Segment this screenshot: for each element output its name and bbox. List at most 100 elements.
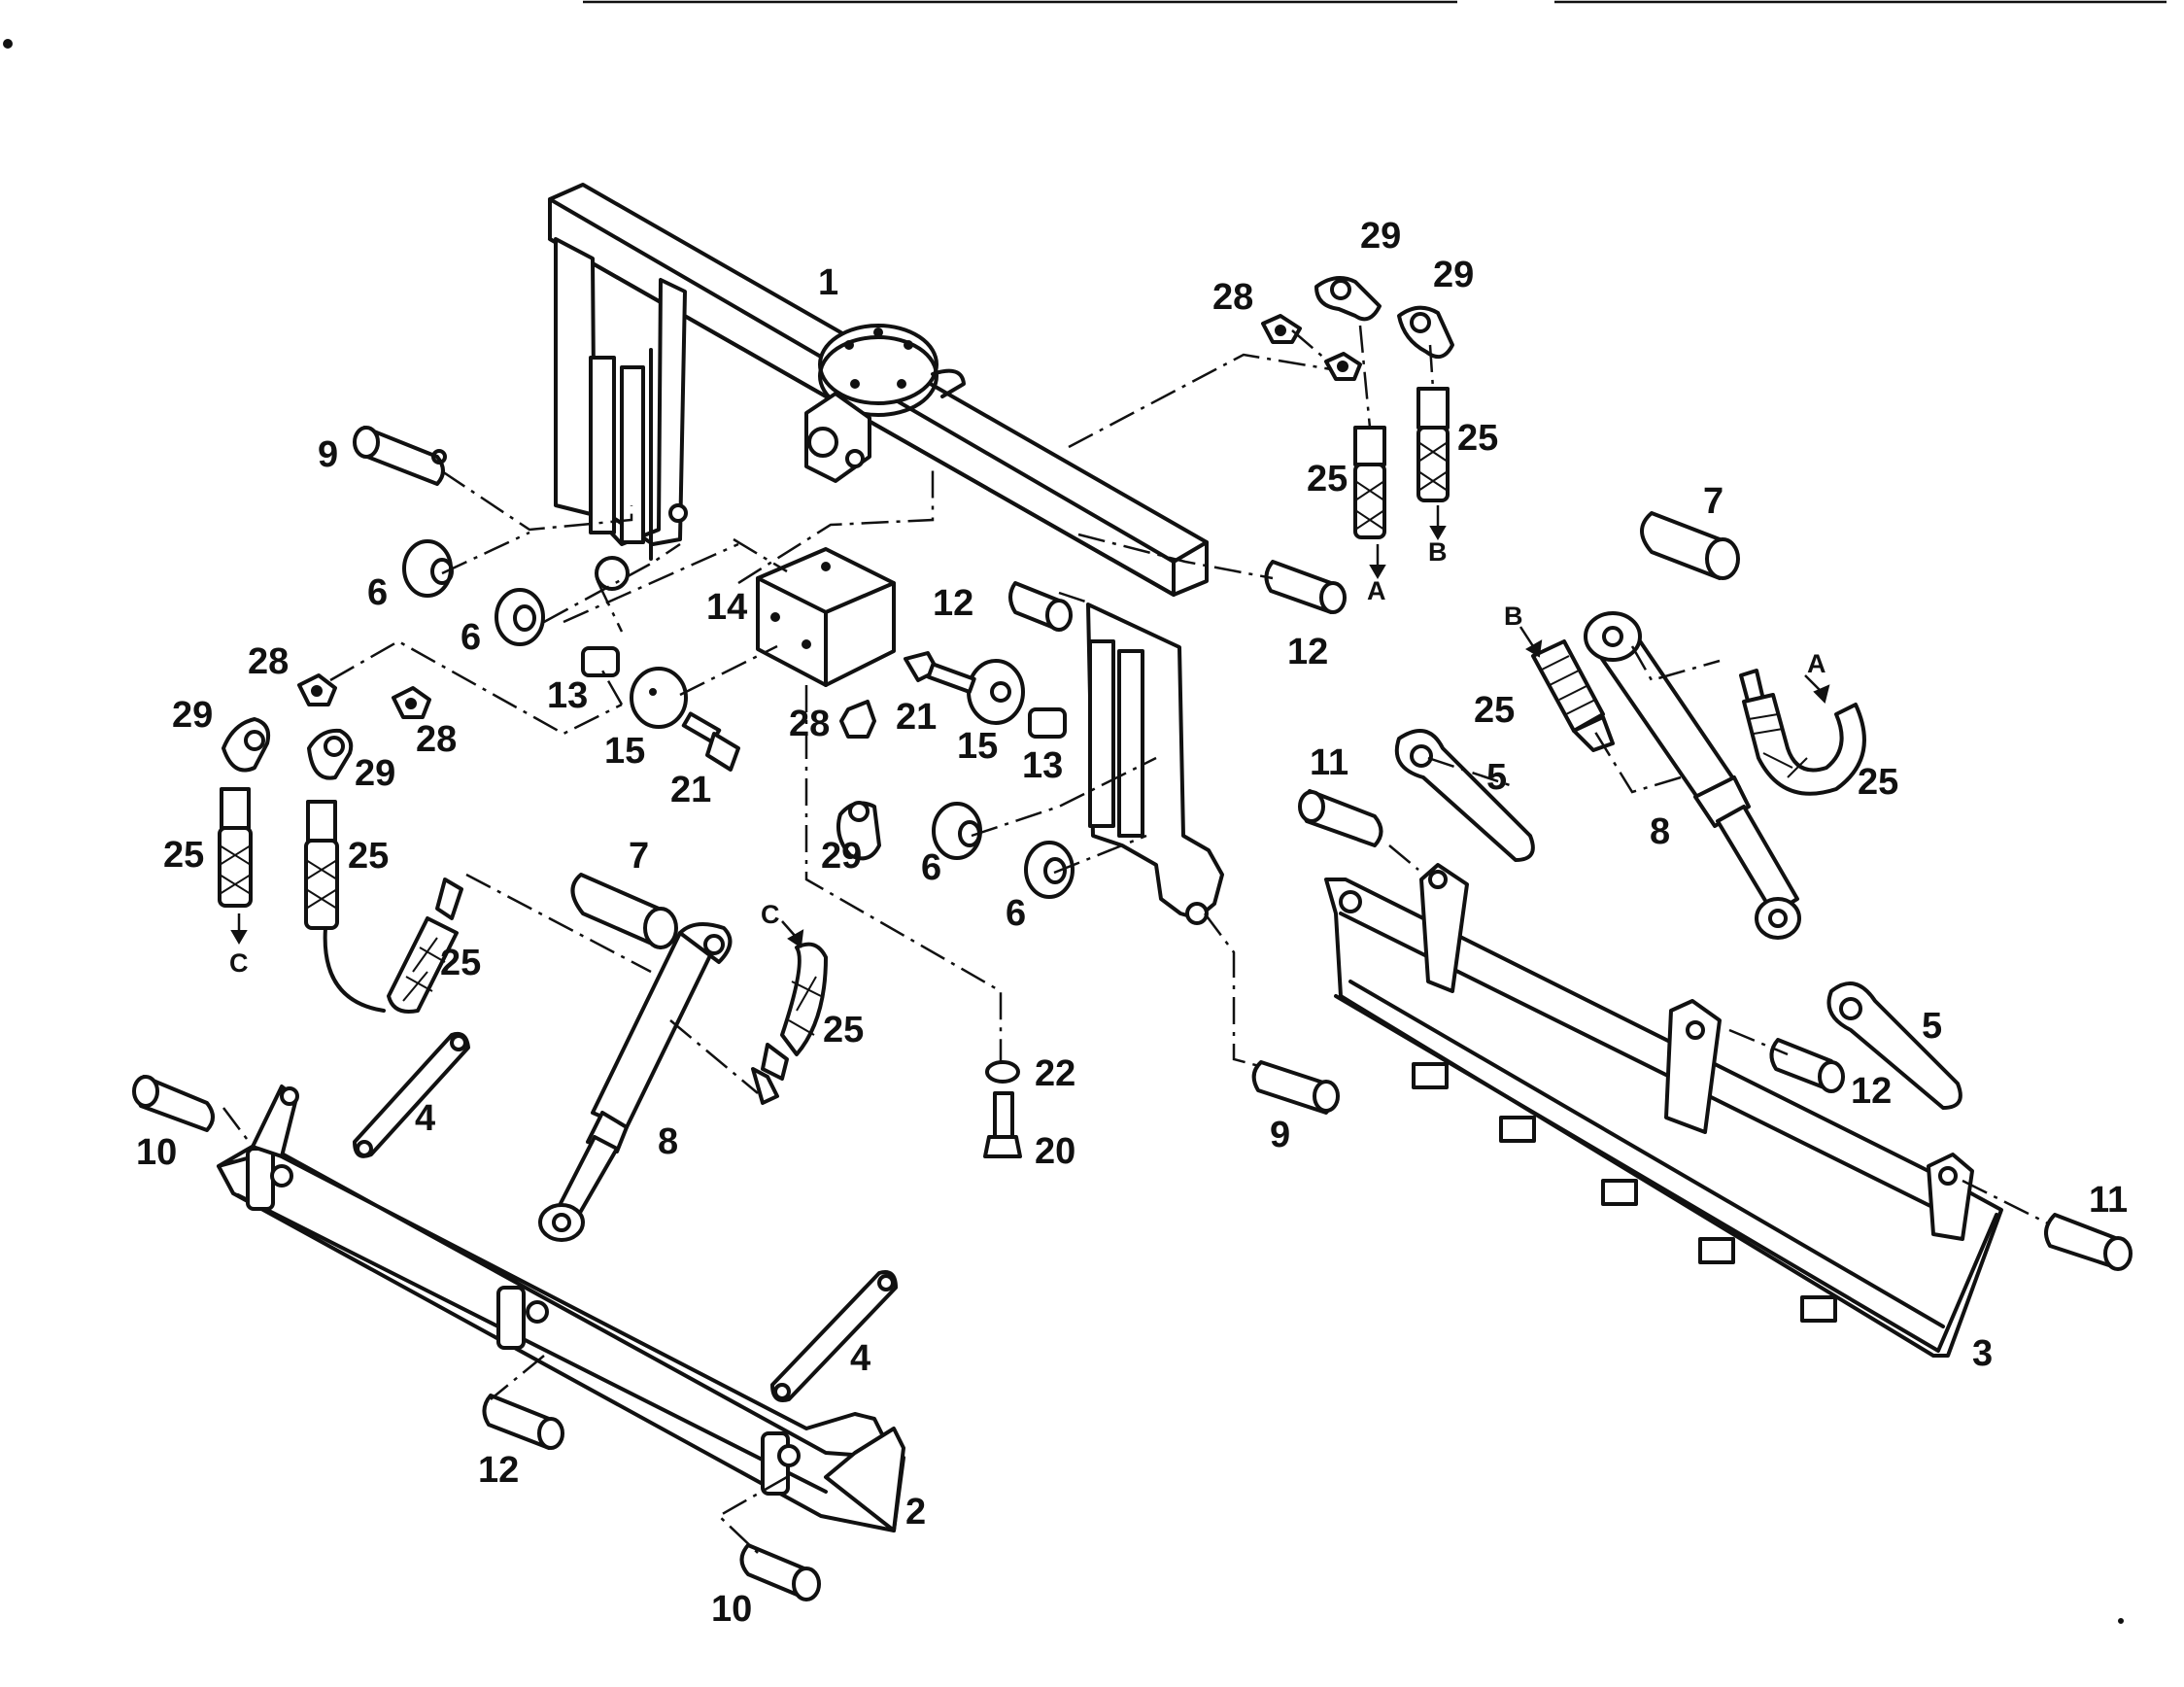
part-callouts: 1 2 3 4 4 5 5 6 6 6 6 7 7 8 8 9 9 10 10 … [136,216,2128,1630]
hose-part-25-right-b [1739,669,1866,796]
boom-part-2 [217,1084,905,1532]
callout-6-b: 6 [461,617,481,658]
washer-part-15-right [967,659,1025,725]
valve-block-part-14 [756,547,896,687]
hose-ref-letters: A B C B A C [229,537,1826,978]
callout-25-right-a: 25 [1474,690,1515,731]
hose-part-25-right-a [1531,639,1615,752]
bucket-part-3 [1324,863,2003,1358]
main-frame-part-1 [548,183,1224,925]
callout-10-lower: 10 [711,1589,752,1630]
hose-part-25-left-b [304,800,339,930]
fitting-part-28-top-a [1261,314,1302,344]
callout-12-b: 12 [1287,632,1328,672]
hose-part-25-top-b [1416,387,1450,502]
link-part-5-lower [1826,981,1962,1110]
callout-15-left: 15 [604,731,645,772]
callout-28-left-b: 28 [416,719,457,760]
callout-15-right: 15 [957,726,998,767]
washer-part-15-left [630,667,688,729]
callout-29-top-b: 29 [1433,255,1474,295]
roller-part-6-c [932,802,982,860]
callout-6-c: 6 [921,847,941,888]
roller-part-6-b [495,588,545,646]
callout-5-upper: 5 [1486,757,1507,798]
callout-3: 3 [1972,1333,1993,1374]
roller-part-6-d [1024,841,1075,899]
callout-29-valve: 29 [821,836,862,877]
spacer-part-13-right [1028,707,1067,739]
ref-letter-c-center: C [761,900,780,929]
hose-ref-arrows [230,505,1830,948]
callout-28-left-a: 28 [248,641,289,682]
callout-2: 2 [905,1492,926,1532]
callout-21-right: 21 [896,697,937,738]
callout-25-left-c: 25 [440,943,481,983]
bushing-part-7-left [570,873,678,949]
callout-6-d: 6 [1006,893,1026,934]
pin-part-12-c [482,1394,564,1450]
callout-7-right: 7 [1703,481,1723,522]
hose-part-25-left-c [323,878,463,1014]
spacer-part-13-left [581,646,620,677]
scan-specks [3,39,2124,1624]
link-part-5-upper [1394,729,1535,862]
callout-5-lower: 5 [1922,1006,1942,1047]
elbow-part-29-top-a [1314,276,1382,322]
hose-part-25-center [751,942,828,1105]
elbow-part-29-valve [836,801,881,861]
ref-letter-a-right: A [1807,649,1826,678]
ref-letter-b-top: B [1428,537,1448,567]
link-part-4-lower [770,1270,898,1402]
pin-part-9-lower [1251,1060,1340,1115]
bolt-part-21-right [904,651,976,694]
callout-12-d: 12 [1851,1071,1892,1112]
fitting-part-28-left-b [392,686,431,719]
callout-12-c: 12 [478,1450,519,1491]
pin-part-12-b [1264,560,1347,614]
hose-part-25-left-a [218,787,253,908]
callout-9-upper: 9 [318,434,338,475]
callout-8-left: 8 [658,1121,678,1162]
fitting-part-28-valve [839,700,876,739]
ref-letter-a-top: A [1367,576,1386,605]
callout-13-left: 13 [547,675,588,716]
callout-14: 14 [706,587,747,628]
bushing-part-7-right [1640,511,1740,580]
callout-11-upper: 11 [1310,742,1348,783]
callout-4-upper: 4 [415,1098,435,1139]
callout-1: 1 [818,262,838,303]
callout-28-valve: 28 [789,704,830,744]
elbow-part-29-left-a [222,717,271,773]
callout-29-left-a: 29 [172,695,213,736]
pin-part-12-d [1769,1038,1845,1093]
callout-25-left-a: 25 [163,835,204,876]
pin-part-12-a [1008,581,1073,632]
callout-11-lower: 11 [2089,1180,2128,1221]
bolt-part-20 [983,1091,1022,1158]
washer-part-22 [985,1060,1020,1084]
elbow-part-29-top-b [1397,305,1454,360]
callout-12-a: 12 [933,583,973,624]
callout-29-left-b: 29 [355,753,395,794]
link-part-4-upper [353,1031,470,1158]
pin-part-11-lower [2044,1213,2133,1271]
callout-20: 20 [1035,1131,1075,1172]
callout-25-top-b: 25 [1457,418,1498,459]
pin-part-10-lower [739,1543,821,1601]
callout-28-top: 28 [1212,277,1253,318]
callout-7-left: 7 [629,836,649,877]
callout-25-left-b: 25 [348,836,389,877]
leader-lines [222,325,2051,1554]
roller-part-6-a [402,539,454,598]
callout-29-top-a: 29 [1360,216,1401,257]
callout-22: 22 [1035,1053,1075,1094]
callout-13-right: 13 [1022,745,1063,786]
callout-9-lower: 9 [1270,1115,1290,1155]
ref-letter-b-right: B [1504,602,1523,631]
callout-21-left: 21 [670,770,711,810]
callout-10-upper: 10 [136,1132,177,1173]
pin-part-10-upper [132,1075,215,1132]
elbow-part-29-left-b [307,728,354,780]
